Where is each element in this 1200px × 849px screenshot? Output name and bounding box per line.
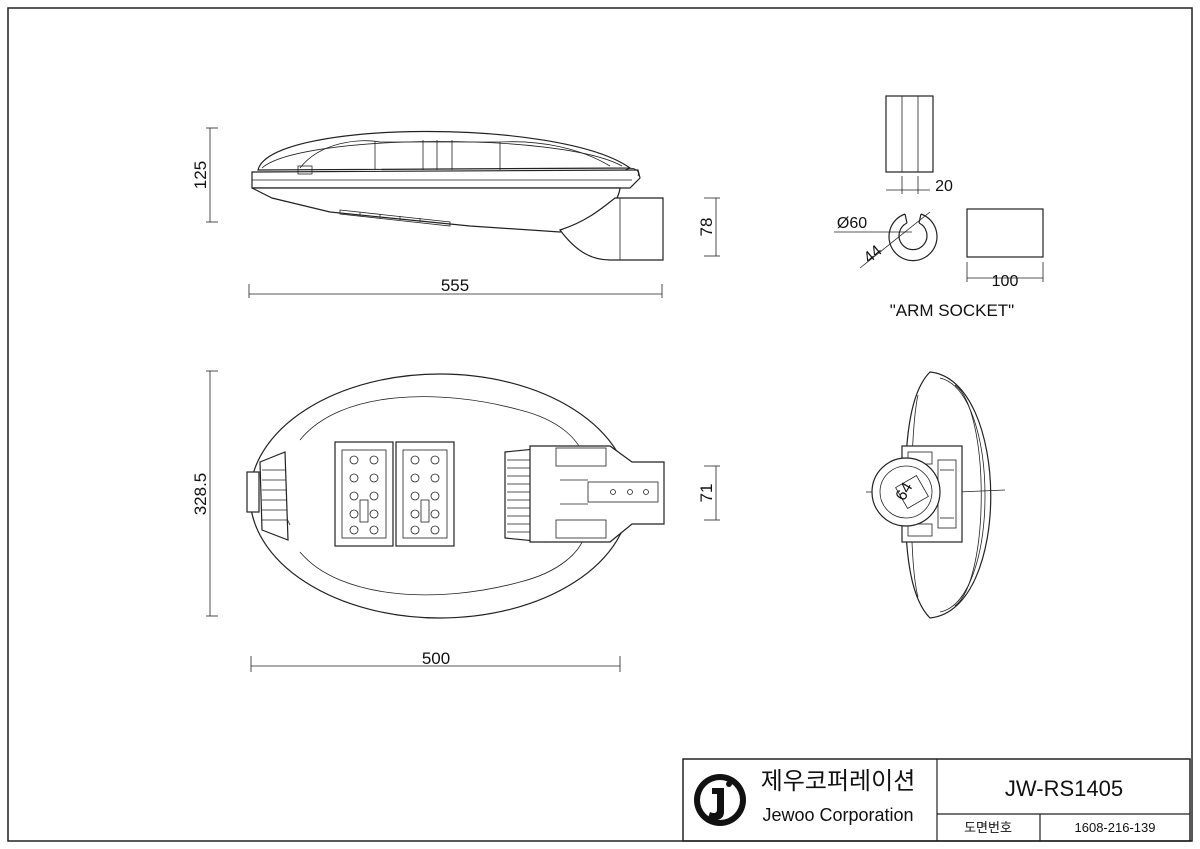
dim-socket-diameter: Ø60 [837, 215, 867, 232]
dim-socket-length: 100 [992, 273, 1019, 290]
dim-end-socket: 64 [893, 480, 917, 504]
company-name-english: Jewoo Corporation [762, 805, 913, 825]
sheet-border [7, 7, 1193, 842]
dim-plan-length: 500 [422, 649, 450, 668]
company-logo-icon [694, 774, 746, 826]
dim-socket-inner: 44 [861, 242, 886, 267]
plan-view: 328.5 500 71 [191, 370, 720, 672]
dim-socket-width: 20 [935, 178, 953, 195]
dim-side-length: 555 [441, 276, 469, 295]
dim-plan-width: 328.5 [191, 473, 210, 516]
drawing-number-label: 도면번호 [964, 820, 1012, 835]
model-number: JW-RS1405 [1005, 776, 1123, 801]
arm-socket-detail: 20 Ø60 44 100 "ARM SOCKET" [834, 95, 1044, 320]
end-view: 64 [866, 371, 1006, 619]
company-name-korean: 제우코퍼레이션 [761, 768, 916, 795]
dim-side-height: 125 [191, 161, 210, 189]
dim-arm-height: 78 [697, 218, 716, 237]
dim-arm-width: 71 [697, 484, 716, 503]
side-view: 125 555 78 [191, 127, 720, 298]
title-block: 제우코퍼레이션 Jewoo Corporation JW-RS1405 도면번호… [682, 758, 1191, 842]
arm-socket-label: "ARM SOCKET" [890, 301, 1014, 320]
drawing-number: 1608-216-139 [1075, 820, 1156, 835]
